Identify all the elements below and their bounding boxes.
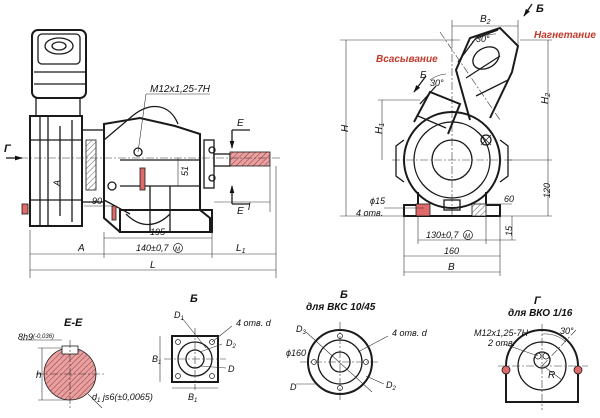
dim-h1: H1	[374, 123, 386, 134]
dim-51: 51	[180, 166, 190, 176]
svg-text:M: M	[175, 247, 180, 253]
b1-holes: 4 отв. d	[236, 318, 272, 328]
view-b2-title: Б	[340, 289, 348, 301]
g-angle: 30°	[560, 326, 574, 336]
b1-b2: B1	[188, 392, 197, 404]
dim-l1: L1	[236, 243, 246, 255]
dim-b: B	[448, 262, 455, 273]
front-view-labels: B2 Б Нагнетание Всасывание 30° 30° Б H H…	[340, 3, 596, 273]
b2-d2: D2	[386, 380, 397, 392]
b1-d2: D2	[226, 338, 237, 350]
svg-text:M: M	[465, 234, 470, 240]
angle-30-top: 30°	[476, 34, 490, 44]
b2-phi160: ϕ160	[286, 348, 306, 358]
dim-b2: B2	[480, 14, 491, 26]
view-g: Г для ВКО 1/16 M12x1,25-7H 2 отв. 30° R	[474, 295, 588, 410]
dim-h2: H2	[540, 93, 552, 104]
dim-phi15: ϕ15	[370, 196, 386, 206]
svg-text:140±0,7: 140±0,7	[136, 243, 169, 253]
view-g-title: Г	[534, 295, 542, 307]
b1-b1: B1	[152, 354, 161, 366]
g-holes: 2 отв.	[487, 338, 515, 348]
arrow-b-label-2: Б	[420, 70, 427, 81]
dim-195: 195	[150, 227, 166, 237]
arrow-b-label: Б	[536, 3, 544, 15]
front-view-dimensions	[340, 3, 552, 276]
dim-120: 120	[542, 183, 552, 198]
b1-d1: D1	[174, 310, 184, 322]
angle-30-suction: 30°	[430, 78, 444, 88]
side-view-dimensions	[29, 93, 277, 278]
b2-d: D	[290, 382, 297, 392]
g-thread: M12x1,25-7H	[474, 328, 529, 338]
g-r: R	[548, 370, 555, 381]
dim-l: L	[150, 260, 156, 271]
dim-a: A	[77, 243, 85, 254]
suction-label: Всасывание	[376, 54, 438, 65]
side-view-labels: M12x1,25-7H Г E E A 90 51 l 195 A 140±0,…	[4, 84, 251, 271]
dim-160: 160	[444, 246, 459, 256]
view-ee: E-E 8h9(-0,036) h d1 js6(±0,0065)	[18, 317, 153, 409]
ee-h: h	[36, 370, 42, 381]
view-g-subtitle: для ВКО 1/16	[508, 308, 573, 319]
view-b-round: Б для ВКС 10/45 D3 4 отв. d ϕ160 D D2	[286, 289, 428, 402]
ee-key: 8h9(-0,036)	[18, 332, 54, 342]
b2-d3: D3	[296, 324, 307, 336]
dim-a-small: A	[52, 180, 62, 187]
view-b1-title: Б	[190, 293, 198, 305]
svg-text:130±0,7: 130±0,7	[426, 230, 459, 240]
dim-h: H	[340, 124, 351, 132]
thread-label: M12x1,25-7H	[150, 84, 211, 95]
dim-140: 140±0,7 M	[136, 243, 183, 253]
b2-holes: 4 отв. d	[392, 328, 428, 338]
view-ee-title: E-E	[64, 317, 83, 329]
front-view	[392, 26, 520, 217]
ee-d1: d1 js6(±0,0065)	[92, 392, 153, 404]
arrow-gamma-label: Г	[4, 143, 12, 155]
dim-60: 60	[504, 194, 514, 204]
discharge-label: Нагнетание	[534, 30, 596, 41]
section-e-bottom: E	[237, 206, 244, 217]
view-b-square: Б D1 4 отв. d D2 D B1 B1	[152, 293, 272, 404]
section-e-top: E	[237, 118, 244, 129]
dim-90: 90	[92, 196, 102, 206]
four-holes: 4 отв.	[356, 208, 383, 218]
dim-15: 15	[504, 225, 514, 236]
dim-l-small: l	[248, 202, 251, 213]
dim-130: 130±0,7 M	[426, 230, 473, 240]
view-b2-subtitle: для ВКС 10/45	[306, 302, 376, 313]
b1-d: D	[228, 364, 235, 374]
